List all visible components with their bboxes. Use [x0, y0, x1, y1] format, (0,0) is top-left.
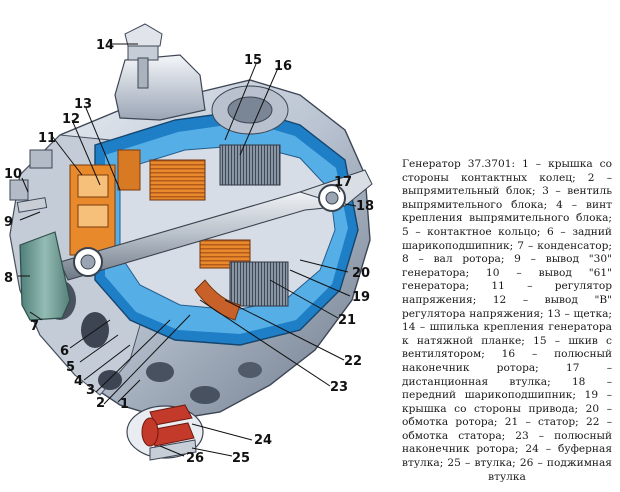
callout-26: 26: [186, 451, 204, 466]
callout-23: 23: [330, 380, 348, 395]
callout-16: 16: [274, 59, 292, 74]
callout-9: 9: [4, 215, 13, 230]
terminals: [9, 149, 53, 213]
callout-13: 13: [74, 97, 92, 112]
callout-18: 18: [356, 199, 374, 214]
figure-caption: Генератор 37.3701: 1 – крышка со стороны…: [402, 158, 612, 483]
leader-lines: [18, 43, 357, 457]
callout-5: 5: [66, 360, 75, 375]
callout-24: 24: [254, 433, 272, 448]
callout-6: 6: [60, 344, 69, 359]
generator-cutaway-diagram: 1 2 3 4 5 6 7 8 9 10 11 12 13 14 15 16 1…: [4, 23, 374, 466]
callout-21: 21: [338, 313, 356, 328]
bushing-assembly: [126, 404, 204, 461]
callout-22: 22: [344, 354, 362, 369]
callout-11: 11: [38, 131, 56, 146]
callout-20: 20: [352, 266, 370, 281]
callout-2: 2: [96, 396, 105, 411]
callout-3: 3: [86, 383, 95, 398]
tension-stud: [137, 57, 149, 89]
callout-numbers: 1 2 3 4 5 6 7 8 9 10 11 12 13 14 15 16 1…: [4, 38, 374, 466]
callout-19: 19: [352, 290, 370, 305]
callout-17: 17: [334, 175, 352, 190]
callout-12: 12: [62, 112, 80, 127]
capacitor: [19, 231, 71, 321]
callout-14: 14: [96, 38, 114, 53]
pulley-fan: [211, 85, 289, 135]
stator-core: [194, 144, 289, 321]
callout-25: 25: [232, 451, 250, 466]
callout-10: 10: [4, 167, 22, 182]
callout-15: 15: [244, 53, 262, 68]
callout-8: 8: [4, 271, 13, 286]
callout-4: 4: [74, 374, 83, 389]
rectifier-block: [69, 149, 141, 256]
mounting-lug: [114, 23, 206, 121]
callout-7: 7: [30, 319, 39, 334]
callout-1: 1: [120, 397, 129, 412]
rotor-shaft: [59, 169, 373, 281]
